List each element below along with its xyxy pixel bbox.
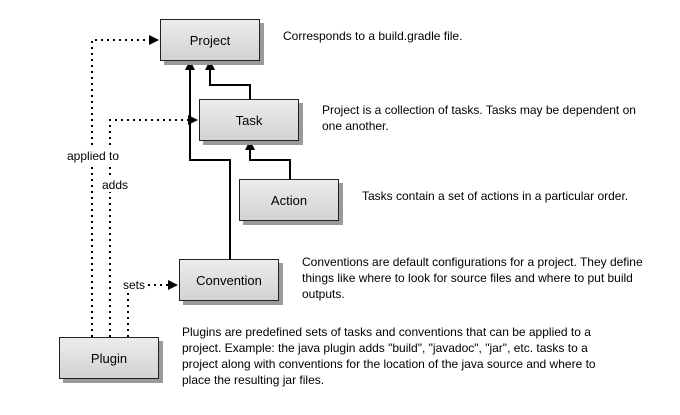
project-note: Corresponds to a build.gradle file. [283, 29, 463, 43]
convention-to-project-line [185, 60, 231, 260]
task-to-project-line [205, 60, 251, 100]
convention-note: Conventions are default configurations f… [302, 255, 643, 301]
applied-to-label: applied to [66, 149, 121, 163]
sets-label: sets [122, 278, 147, 292]
action-node: Action [239, 179, 339, 221]
plugin-sets-convention-line [127, 280, 178, 337]
action-note: Tasks contain a set of actions in a part… [362, 189, 629, 203]
plugin-node: Plugin [59, 337, 159, 379]
project-node: Project [160, 19, 260, 61]
plugin-note: Plugins are predefined sets of tasks and… [182, 325, 596, 387]
action-to-task-line [245, 140, 291, 180]
adds-label: adds [101, 178, 130, 192]
plugin-adds-task-line [109, 115, 198, 337]
task-note: Project is a collection of tasks. Tasks … [322, 103, 636, 133]
convention-node: Convention [179, 259, 279, 301]
task-node: Task [199, 99, 299, 141]
